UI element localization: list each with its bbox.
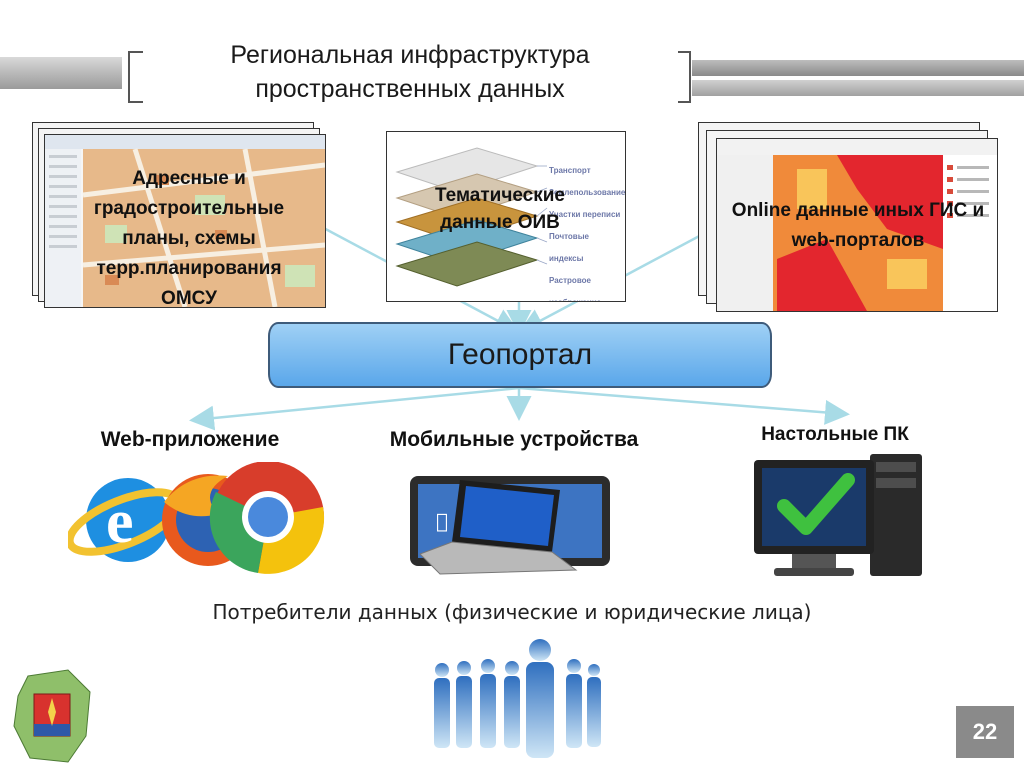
- layer-label: Транспорт: [549, 166, 591, 175]
- bracket-left: [128, 51, 143, 103]
- source-thematic-data: Транспорт Землепользование Участки переп…: [386, 131, 626, 302]
- client-desktop-label: Настольные ПК: [761, 424, 909, 445]
- source-thematic-label: Тематические данные ОИВ: [434, 185, 565, 233]
- page-title: Региональная инфраструктура пространстве…: [230, 41, 590, 103]
- laptop-icon: [419, 480, 578, 575]
- source-address-plans-label: Адресные и градостроительные планы, схем…: [93, 168, 285, 309]
- header-decor-left: [0, 57, 122, 89]
- layers-stack-illustration: [395, 147, 548, 287]
- gis-portal-thumbnail: [717, 139, 997, 311]
- chrome-icon: [209, 462, 325, 574]
- page-number: 22: [956, 706, 1014, 758]
- mobile-devices-illustration: : [410, 476, 610, 575]
- client-mobile-label: Мобильные устройства: [389, 428, 639, 451]
- client-web-label: Web-приложение: [100, 428, 280, 451]
- source-online-gis: Online данные иных ГИС и web-порталов: [698, 122, 998, 312]
- geoportal-hub: Геопортал: [268, 322, 772, 388]
- people-silhouettes: [434, 639, 601, 758]
- pc-tower-icon: [870, 454, 922, 576]
- bracket-right: [678, 51, 691, 103]
- arrow-hub-to-desktop: [518, 386, 850, 425]
- layer-label: Растровое изображение: [549, 276, 601, 301]
- browser-icons: e: [68, 462, 325, 574]
- layer-label: Почтовые индексы: [549, 232, 589, 263]
- svg-text:e: e: [106, 488, 134, 556]
- city-map-thumbnail: [45, 135, 325, 307]
- layer-label: Участки переписи: [549, 210, 621, 219]
- source-online-gis-label: Online данные иных ГИС и web-порталов: [731, 200, 985, 251]
- header-decor-right-2: [692, 80, 1024, 96]
- region-emblem-logo: [13, 669, 91, 763]
- layer-list: Транспорт Землепользование Участки переп…: [549, 160, 626, 301]
- svg-text:: : [436, 509, 448, 533]
- desktop-pc-illustration: [754, 454, 922, 576]
- consumers-caption: Потребители данных (физические и юридиче…: [212, 600, 812, 624]
- layer-label: Землепользование: [549, 188, 626, 197]
- source-address-plans: Адресные и градостроительные планы, схем…: [32, 122, 328, 312]
- arrow-hub-to-web: [189, 386, 520, 431]
- header-decor-right: [692, 60, 1024, 76]
- checkmark-icon: [777, 473, 855, 535]
